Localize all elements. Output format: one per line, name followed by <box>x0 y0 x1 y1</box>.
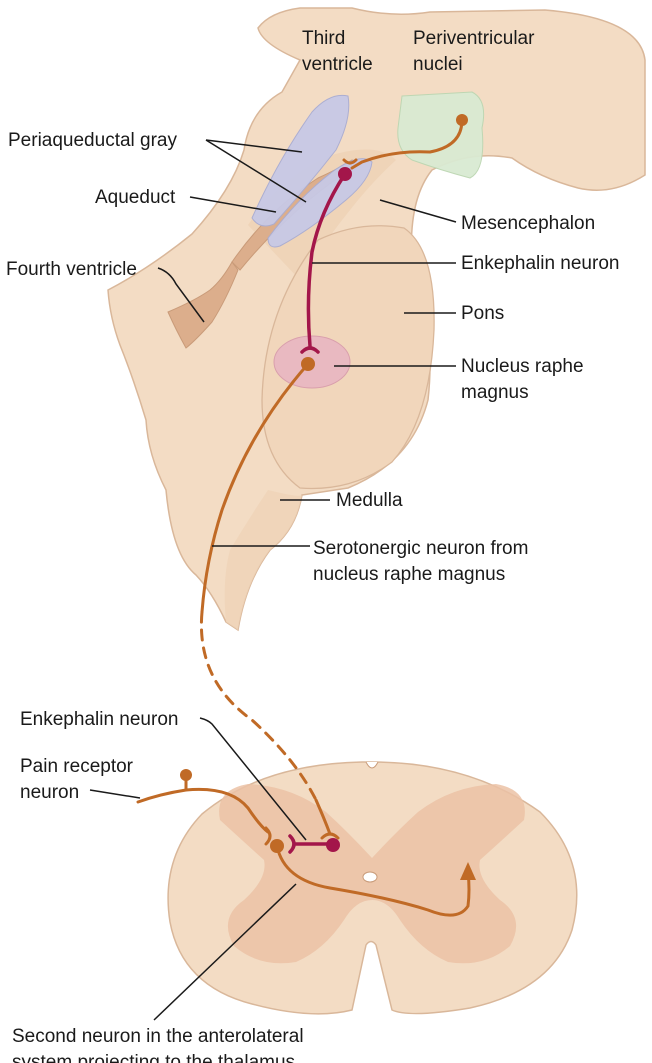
label-pain-receptor-2: neuron <box>20 782 79 803</box>
serotonergic-axon-solid <box>200 362 310 614</box>
periventricular-synapse <box>342 158 358 165</box>
pain-receptor-synapse <box>264 826 272 846</box>
leader-mesencephalon <box>379 199 457 223</box>
label-periaqueductal-gray: Periaqueductal gray <box>8 130 177 151</box>
label-periventricular-2: nuclei <box>413 54 463 75</box>
label-aqueduct: Aqueduct <box>95 187 176 208</box>
pain-receptor-axon <box>136 787 270 834</box>
upper-enkephalin-terminal <box>300 346 320 354</box>
label-mesencephalon: Mesencephalon <box>461 213 595 234</box>
leader-periaqueductal-lower <box>205 139 307 203</box>
upper-enkephalin-soma <box>338 167 352 181</box>
leader-second-neuron <box>153 883 297 1021</box>
label-enkephalin-lower: Enkephalin neuron <box>20 709 178 730</box>
label-pons: Pons <box>461 303 504 324</box>
label-second-neuron-1: Second neuron in the anterolateral <box>12 1026 304 1047</box>
serotonergic-axon-dashed <box>199 610 318 802</box>
neurons <box>136 114 476 917</box>
label-enkephalin-upper: Enkephalin neuron <box>461 253 619 274</box>
spinal-enkephalin-soma <box>326 838 340 852</box>
central-canal <box>362 871 378 883</box>
label-serotonergic-2: nucleus raphe magnus <box>313 564 505 585</box>
leader-fourth-ventricle <box>157 267 205 323</box>
second-neuron-arrowhead <box>460 862 476 880</box>
label-raphe-1: Nucleus raphe <box>461 356 584 377</box>
leader-aqueduct <box>189 196 277 213</box>
labels: Third ventricle Periventricular nuclei P… <box>6 28 619 1063</box>
label-pain-receptor-1: Pain receptor <box>20 756 134 777</box>
periaqueductal-gray-upper <box>251 94 350 227</box>
label-medulla: Medulla <box>336 490 403 511</box>
spinal-enkephalin-synapse <box>288 834 296 854</box>
periventricular-neuron-soma <box>456 114 468 126</box>
upper-enkephalin-axon <box>306 172 347 348</box>
serotonergic-axon-terminal <box>314 798 332 836</box>
label-fourth-ventricle: Fourth ventricle <box>6 259 137 280</box>
leader-periaqueductal-upper <box>205 139 303 153</box>
pain-receptor-soma <box>180 769 192 781</box>
brainstem <box>107 7 646 632</box>
label-third-ventricle-2: ventricle <box>302 54 373 75</box>
serotonergic-synapse <box>320 832 340 840</box>
leader-enkephalin-lower <box>199 717 307 841</box>
spinal-cord <box>167 761 578 1015</box>
fourth-ventricle <box>167 261 239 349</box>
label-raphe-2: magnus <box>461 382 529 403</box>
label-serotonergic-1: Serotonergic neuron from <box>313 538 528 559</box>
periventricular-nuclei <box>397 91 485 179</box>
label-third-ventricle-1: Third <box>302 28 345 49</box>
leader-pain-receptor <box>89 789 141 799</box>
posterior-median-sulcus <box>365 761 379 769</box>
second-neuron-axon <box>275 844 471 917</box>
periventricular-neuron-axon <box>350 118 464 170</box>
label-second-neuron-2: system projecting to the thalamus <box>12 1052 295 1063</box>
label-periventricular-1: Periventricular <box>413 28 535 49</box>
leader-lines <box>89 139 457 1021</box>
medulla <box>224 490 302 630</box>
